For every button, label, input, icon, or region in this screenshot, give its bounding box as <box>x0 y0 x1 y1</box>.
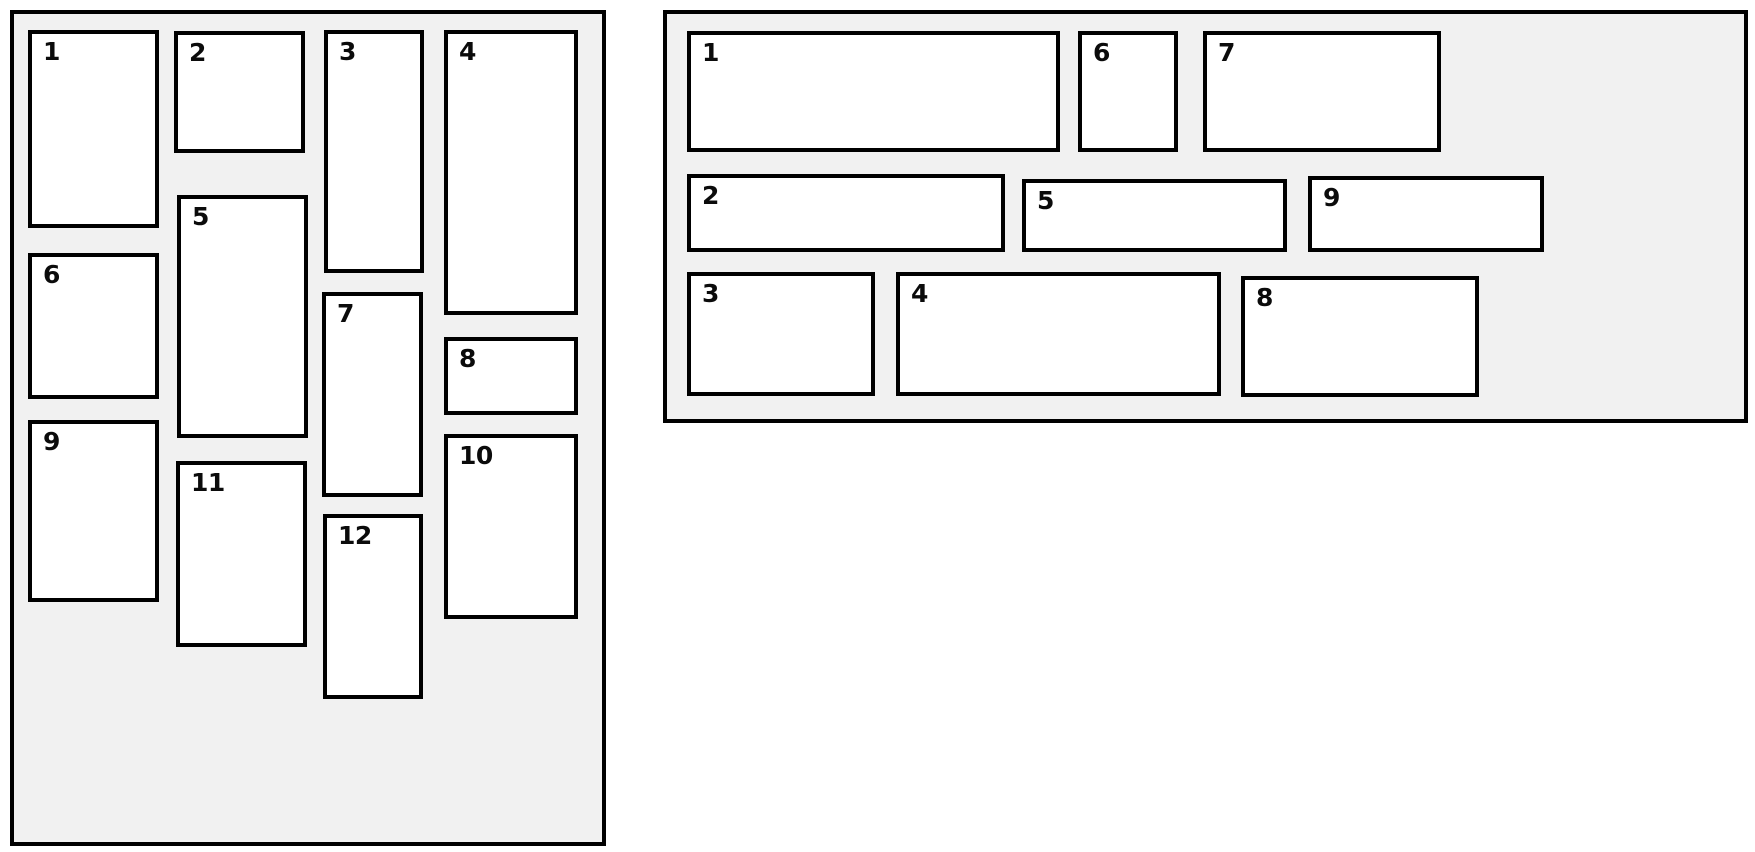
layout-box-label: 8 <box>459 344 476 373</box>
layout-box-12[interactable]: 12 <box>323 514 423 699</box>
layout-box-9[interactable]: 9 <box>1308 176 1544 252</box>
layout-box-8[interactable]: 8 <box>1241 276 1479 397</box>
right-layout-panel: 1 6 7 2 5 9 3 4 8 <box>663 10 1748 423</box>
layout-box-3[interactable]: 3 <box>687 272 875 396</box>
layout-box-label: 5 <box>192 202 209 231</box>
layout-box-9[interactable]: 9 <box>28 420 159 602</box>
layout-box-8[interactable]: 8 <box>444 337 578 415</box>
layout-box-label: 5 <box>1037 186 1054 215</box>
layout-box-label: 7 <box>337 299 354 328</box>
layout-box-label: 10 <box>459 441 493 470</box>
layout-box-4[interactable]: 4 <box>444 30 578 315</box>
layout-box-4[interactable]: 4 <box>896 272 1221 396</box>
layout-box-label: 3 <box>702 279 719 308</box>
layout-box-5[interactable]: 5 <box>1022 179 1287 252</box>
layout-box-label: 4 <box>459 37 476 66</box>
layout-box-7[interactable]: 7 <box>1203 31 1441 152</box>
layout-box-label: 11 <box>191 468 225 497</box>
layout-box-label: 6 <box>1093 38 1110 67</box>
layout-box-label: 9 <box>43 427 60 456</box>
layout-box-7[interactable]: 7 <box>322 292 423 497</box>
layout-box-5[interactable]: 5 <box>177 195 308 438</box>
layout-box-label: 1 <box>702 38 719 67</box>
layout-box-label: 8 <box>1256 283 1273 312</box>
layout-box-label: 12 <box>338 521 372 550</box>
layout-box-6[interactable]: 6 <box>28 253 159 399</box>
layout-box-label: 7 <box>1218 38 1235 67</box>
layout-box-2[interactable]: 2 <box>687 174 1005 252</box>
layout-box-label: 2 <box>189 38 206 67</box>
layout-box-label: 3 <box>339 37 356 66</box>
layout-box-6[interactable]: 6 <box>1078 31 1178 152</box>
layout-box-label: 9 <box>1323 183 1340 212</box>
layout-box-10[interactable]: 10 <box>444 434 578 619</box>
layout-box-3[interactable]: 3 <box>324 30 424 273</box>
layout-box-label: 1 <box>43 37 60 66</box>
layout-box-2[interactable]: 2 <box>174 31 305 153</box>
layout-box-1[interactable]: 1 <box>687 31 1060 152</box>
layout-box-1[interactable]: 1 <box>28 30 159 228</box>
layout-box-label: 4 <box>911 279 928 308</box>
layout-box-label: 2 <box>702 181 719 210</box>
layout-box-label: 6 <box>43 260 60 289</box>
layout-box-11[interactable]: 11 <box>176 461 307 647</box>
